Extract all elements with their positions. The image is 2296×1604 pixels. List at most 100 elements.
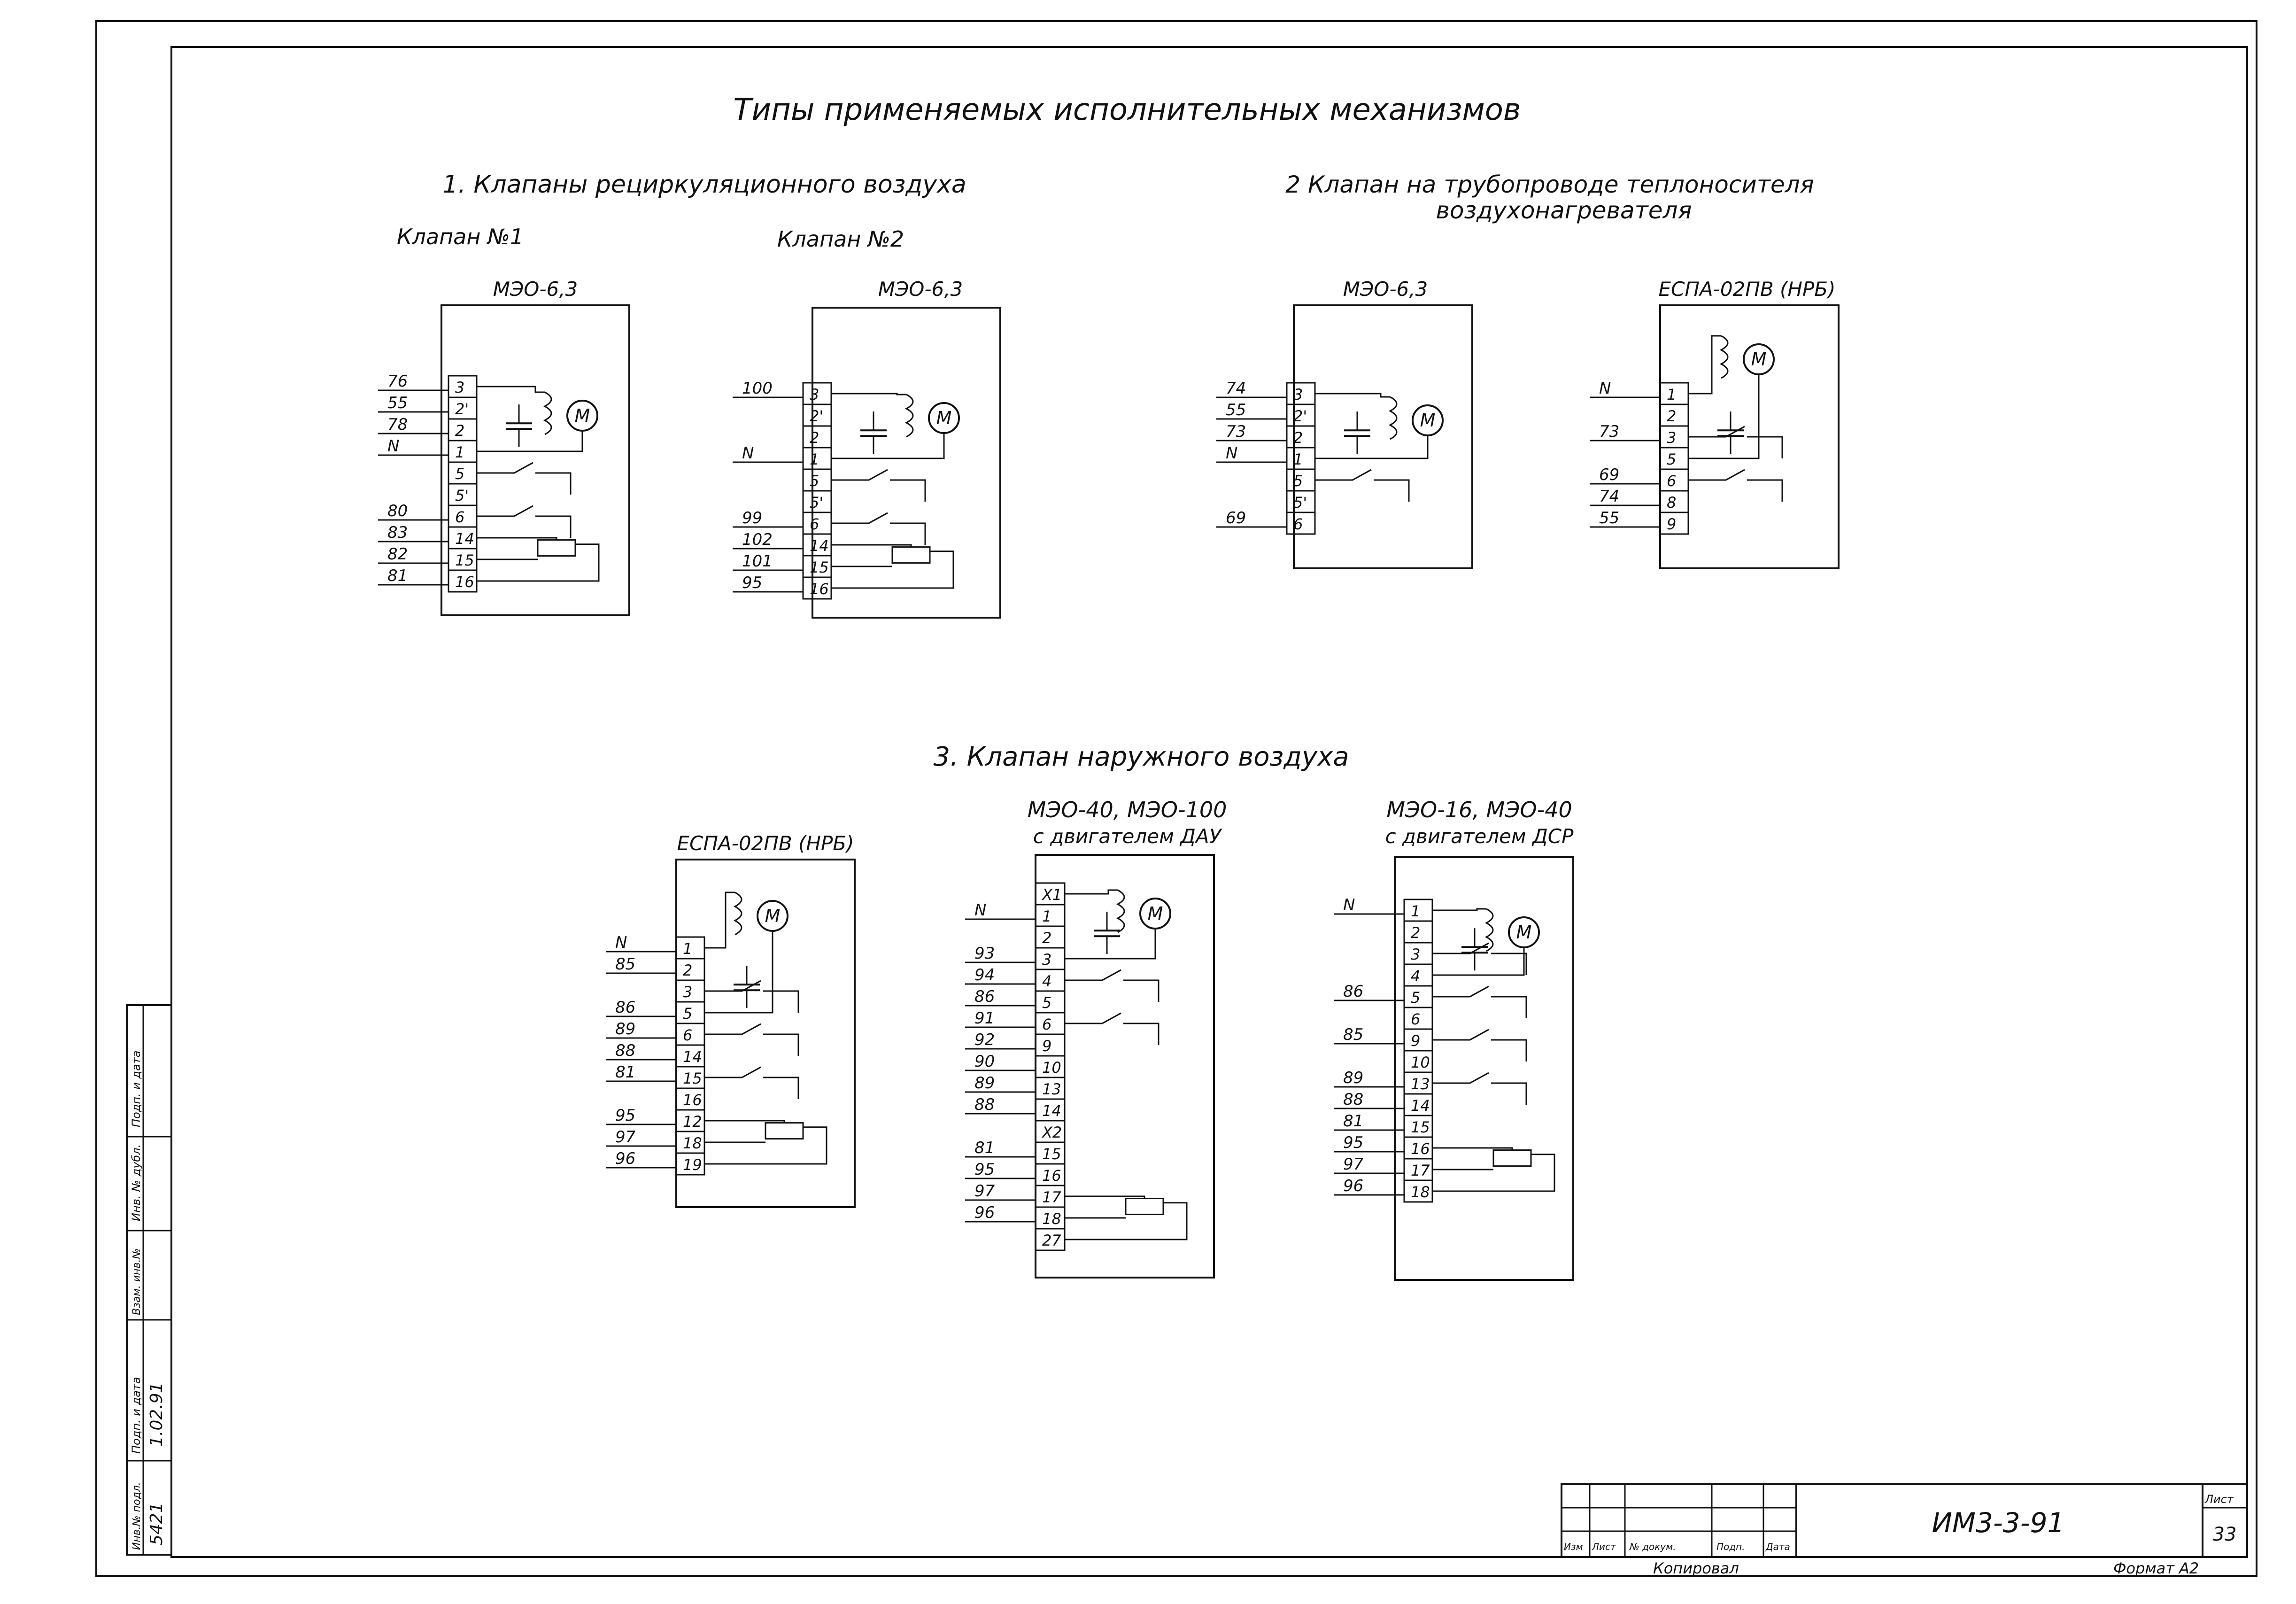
- device-model: МЭО-6,3: [1343, 278, 1428, 301]
- terminal-label: 27: [1042, 1232, 1061, 1249]
- device-model: МЭО-6,3: [878, 278, 963, 301]
- terminal-label: 16: [455, 573, 474, 591]
- winding-coil: [1116, 889, 1125, 933]
- winding-coil: [1388, 396, 1398, 440]
- terminal-label: 5: [1667, 450, 1676, 468]
- device-model: ЕСПА-02ПВ (НРБ): [1658, 278, 1835, 301]
- side-stamp-label-4: Подп. и дата: [130, 1377, 143, 1454]
- terminal-label: 17: [1411, 1162, 1430, 1179]
- terminal-label: 3: [455, 379, 464, 396]
- device-d1: Клапан №1МЭО-6,332'2155'6141516765578N80…: [378, 224, 630, 616]
- terminal-label: 5: [1411, 989, 1420, 1007]
- wire-number: 78: [387, 415, 408, 434]
- winding-coil: [543, 391, 552, 435]
- terminal-label: 3: [1411, 945, 1420, 963]
- wire-number: 95: [615, 1106, 635, 1125]
- winding-coil: [733, 891, 742, 936]
- terminal-label: 15: [455, 551, 474, 569]
- wire-number: 94: [974, 966, 995, 984]
- side-stamp-label-5: Инв.№ подл.: [131, 1482, 143, 1550]
- wire-number: 96: [615, 1149, 635, 1168]
- wire-number: 99: [742, 509, 762, 527]
- terminal-label: 1: [1411, 902, 1420, 920]
- wire-number: N: [387, 437, 399, 456]
- wire-number: 82: [387, 545, 408, 564]
- terminal-label: 6: [1042, 1015, 1051, 1033]
- terminal-label: 14: [683, 1048, 702, 1066]
- side-stamp-number: 5421: [147, 1502, 166, 1545]
- terminal-label: 2: [1667, 407, 1676, 425]
- terminal-label: 16: [1042, 1167, 1061, 1185]
- motor-label: M: [1751, 349, 1767, 370]
- device-model: МЭО-6,3: [493, 278, 578, 301]
- terminal-label: 15: [1411, 1118, 1430, 1136]
- side-stamp-label-1: Подп. и дата: [130, 1051, 143, 1128]
- terminal-label: 1: [810, 450, 819, 468]
- device-d5: ЕСПА-02ПВ (НРБ)12356141516121819N8586898…: [606, 832, 856, 1208]
- side-stamp-label-3: Взам. инв.№: [131, 1248, 143, 1315]
- wire-number: N: [1343, 896, 1355, 914]
- winding-coil: [1484, 908, 1494, 952]
- wire-number: 85: [615, 955, 635, 974]
- terminal-label: 12: [683, 1113, 702, 1131]
- terminal-label: 9: [1042, 1037, 1051, 1055]
- terminal-label: 17: [1042, 1188, 1061, 1206]
- terminal-label: 5': [810, 494, 823, 511]
- device-body: [1293, 304, 1473, 569]
- terminal-label: 2: [1293, 429, 1303, 447]
- wire-number: 86: [974, 987, 995, 1006]
- wire-number: 74: [1599, 487, 1619, 506]
- wire-number: 86: [1343, 982, 1363, 1001]
- winding-coil: [904, 394, 914, 438]
- document-code: ИМ3-3-91: [1932, 1507, 2065, 1539]
- wire-number: 95: [974, 1160, 995, 1179]
- wire-number: 97: [974, 1182, 995, 1201]
- tb-col-sign: Подп.: [1716, 1541, 1745, 1552]
- paper-format: Формат А2: [2113, 1559, 2199, 1577]
- terminal-label: 3: [1667, 429, 1676, 447]
- terminal-label: 2: [1042, 929, 1051, 947]
- terminal-label: 15: [683, 1069, 702, 1087]
- device-body: [1394, 856, 1574, 1281]
- device-model: с двигателем ДАУ: [1033, 825, 1222, 848]
- terminal-label: 5: [1293, 472, 1303, 490]
- terminal-label: 15: [810, 558, 829, 576]
- device-caption: Клапан №2: [777, 226, 904, 252]
- motor-label: M: [1148, 903, 1163, 924]
- tb-col-izm: Изм: [1564, 1541, 1583, 1552]
- wire-number: 101: [742, 552, 773, 571]
- wire-number: 92: [974, 1031, 995, 1049]
- device-body: [441, 304, 630, 616]
- terminal-label: 13: [1042, 1080, 1061, 1098]
- terminal-label: 2': [810, 407, 823, 425]
- wire-number: 95: [742, 573, 762, 592]
- terminal-label: 2: [683, 961, 692, 979]
- wire-number: 96: [974, 1203, 995, 1222]
- terminal-cell: [1286, 511, 1316, 535]
- section-2-title: 2 Клапан на трубопроводе теплоносителя: [1285, 171, 1814, 198]
- side-stamp: Подп. и дата Инв. № дубл. Взам. инв.№ По…: [126, 1004, 172, 1556]
- terminal-label: 18: [683, 1134, 702, 1152]
- terminal-label: 3: [683, 983, 692, 1001]
- wire-number: 81: [615, 1063, 635, 1082]
- wire-number: 69: [1226, 509, 1246, 527]
- motor-label: M: [1420, 410, 1436, 431]
- terminal-label: 6: [455, 508, 464, 526]
- winding-coil: [1719, 335, 1729, 379]
- wire-number: 73: [1226, 422, 1246, 441]
- terminal-label: X1: [1041, 886, 1062, 904]
- terminal-label: 6: [1667, 472, 1676, 490]
- terminal-label: 2: [810, 429, 819, 447]
- terminal-label: 16: [810, 580, 829, 598]
- side-stamp-date: 1.02.91: [147, 1382, 166, 1447]
- terminal-label: 3: [1293, 386, 1303, 403]
- wire-number: 81: [1343, 1112, 1363, 1131]
- tb-col-date: Дата: [1765, 1541, 1790, 1552]
- terminal-label: X2: [1041, 1124, 1062, 1141]
- wire-number: 69: [1599, 465, 1619, 484]
- wire-number: N: [1226, 444, 1237, 463]
- terminal-label: 5: [455, 465, 464, 483]
- wire-number: N: [1599, 379, 1611, 398]
